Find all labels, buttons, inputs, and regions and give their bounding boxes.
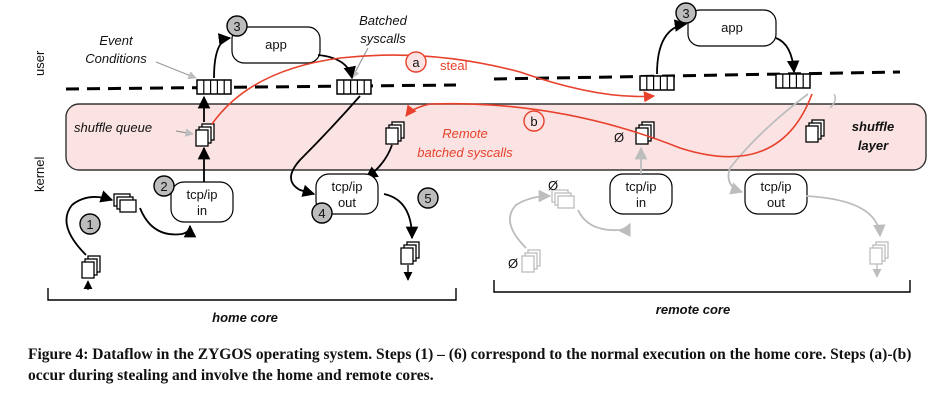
zygos-dataflow-diagram: user kernel Event Conditions Batched sys… <box>32 2 927 325</box>
home-core-bracket <box>47 288 457 301</box>
step-1: 1 <box>79 213 101 235</box>
remote-syscall-to-tcpout-arrow <box>727 93 809 195</box>
remote-tcpip-out-box <box>744 173 808 215</box>
home-rx-stack <box>81 255 101 279</box>
event-conditions-label-2: Conditions <box>85 51 147 66</box>
step-2: 2 <box>153 175 175 197</box>
remote-tcpip-in-label-2: in <box>636 195 646 210</box>
home-event-queue <box>196 79 232 95</box>
figure-caption: Figure 4: Dataflow in the ZYGOS operatin… <box>28 344 928 386</box>
step-3-home: 3 <box>226 15 248 37</box>
batched-syscalls-pointer <box>351 47 369 79</box>
step-b: b <box>523 110 545 132</box>
remote-app-box <box>687 9 777 47</box>
home-syscall-queue <box>336 79 372 95</box>
empty-symbol-rx: Ø <box>508 256 518 271</box>
shuffle-layer-band <box>65 103 927 171</box>
remote-syscall-queue <box>775 73 811 89</box>
remote-stack-to-tcpin-arrow <box>577 209 631 237</box>
step-4-label: 4 <box>318 206 325 221</box>
remote-core-label: remote core <box>656 302 730 317</box>
remote-tcpout-to-nic-arrow <box>805 195 886 238</box>
step-2-label: 2 <box>160 179 167 194</box>
remote-tcpip-in-label-1: tcp/ip <box>625 179 656 194</box>
user-label: user <box>32 50 47 76</box>
event-conditions-label-1: Event <box>99 33 134 48</box>
home-app-box <box>231 26 321 64</box>
remote-rx-stack <box>521 249 541 273</box>
step-4: 4 <box>311 202 333 224</box>
remote-tcpip-out-label-1: tcp/ip <box>760 179 791 194</box>
step-5-label: 5 <box>424 191 431 206</box>
remote-queue-to-app-arrow <box>656 19 688 75</box>
remote-batched-label-1: Remote <box>442 126 488 141</box>
event-conditions-pointer <box>155 61 197 80</box>
empty-symbol-shuffle: Ø <box>614 130 624 145</box>
tcpout-to-nic-arrow <box>383 193 419 240</box>
remote-right-stack <box>805 119 825 143</box>
remote-rx-to-stack-arrow <box>509 189 552 249</box>
syscall-to-tcpout-arrow <box>290 95 361 197</box>
empty-symbol-mid: Ø <box>548 178 558 193</box>
home-tcpip-in-box <box>170 181 234 223</box>
home-tcpip-in-label-2: in <box>197 203 207 218</box>
step-3-home-label: 3 <box>233 19 240 34</box>
remote-core-bracket <box>493 280 911 293</box>
caption-part-2: operating system. Steps (1) – (6) corres… <box>28 346 912 384</box>
remote-tcpip-out-label-2: out <box>767 195 785 210</box>
step-1-label: 1 <box>86 217 93 232</box>
home-app-label: app <box>265 37 287 52</box>
steal-path-b <box>405 93 813 158</box>
queue-to-app-arrow <box>213 33 232 79</box>
user-kernel-boundary <box>65 70 901 91</box>
shuffle-queue-stack <box>195 123 215 147</box>
remote-event-queue <box>639 75 675 91</box>
home-core-label: home core <box>212 310 278 325</box>
caption-smallcaps: YGOS <box>208 346 253 363</box>
step-5: 5 <box>417 187 439 209</box>
shuffle-queue-pointer <box>175 128 194 137</box>
home-tx-stack <box>400 241 420 265</box>
batched-syscalls-label-2: syscalls <box>360 31 406 46</box>
rx-to-stack-arrow <box>65 190 114 256</box>
home-tcpip-out-box <box>315 173 379 215</box>
shuffle-queue-label: shuffle queue <box>74 120 152 135</box>
step-3-remote-label: 3 <box>682 6 689 21</box>
shuffle-layer-label-2: layer <box>858 138 889 153</box>
remote-app-to-syscall-arrow <box>775 37 800 74</box>
step-a: a <box>405 51 427 73</box>
batched-syscalls-label-1: Batched <box>359 13 407 28</box>
step-3-remote: 3 <box>675 2 697 24</box>
remote-tx-stack <box>869 241 889 265</box>
remote-event-queue-stub <box>829 93 837 109</box>
home-tcpip-out-label-2: out <box>338 195 356 210</box>
home-tcpip-out-label-1: tcp/ip <box>331 179 362 194</box>
caption-part-1: Figure 4: Dataflow in the Z <box>28 346 209 363</box>
kernel-label: kernel <box>32 156 47 192</box>
home-mid-stack <box>113 193 137 213</box>
stack-to-tcpin-arrow <box>139 207 197 238</box>
remote-app-label: app <box>721 20 743 35</box>
shuffle-layer-label-1: shuffle <box>852 119 894 134</box>
remote-syscalls-stack <box>385 121 405 145</box>
app-to-syscall-arrow <box>317 54 356 80</box>
step-b-label: b <box>530 114 537 129</box>
step-a-label: a <box>412 55 420 70</box>
home-tcpip-in-label-1: tcp/ip <box>186 187 217 202</box>
remote-batched-label-2: batched syscalls <box>417 145 513 160</box>
steal-label: steal <box>440 58 468 73</box>
